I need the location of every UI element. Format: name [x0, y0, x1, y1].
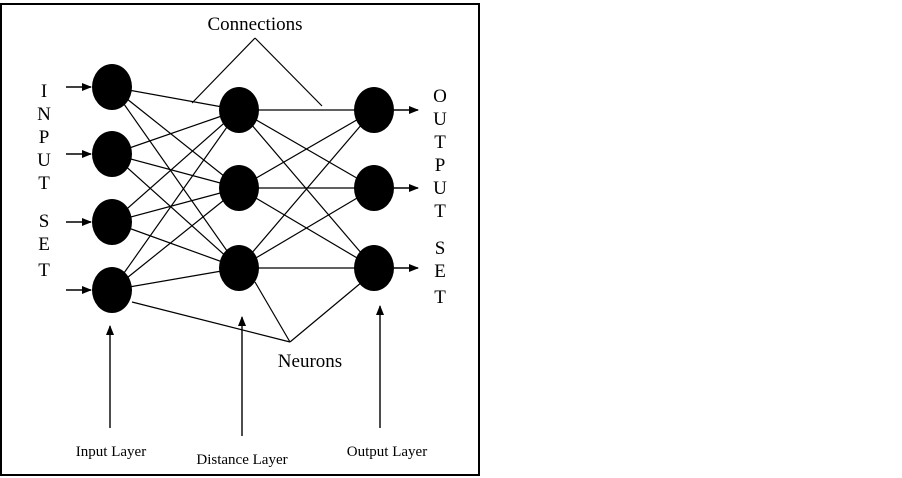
connection-line: [111, 86, 240, 189]
connection-line: [111, 221, 240, 269]
set-letter: E: [434, 261, 446, 282]
output-neuron: [354, 165, 394, 211]
set-letter: S: [39, 211, 50, 232]
neurons: [92, 64, 394, 313]
set-letter: T: [38, 260, 50, 281]
connection-line: [111, 153, 240, 189]
connection-line: [111, 86, 240, 111]
connections-callout-left: [191, 37, 256, 104]
distance-neuron: [219, 87, 259, 133]
set-letter: T: [434, 132, 446, 153]
connections-label: Connections: [208, 14, 303, 35]
connection-line: [111, 109, 240, 223]
set-letter: U: [433, 178, 447, 199]
distance-neuron: [219, 165, 259, 211]
set-letter: O: [433, 86, 447, 107]
input-layer-label: Input Layer: [76, 444, 146, 460]
input-neuron: [92, 131, 132, 177]
input-neuron: [92, 199, 132, 245]
set-letter: U: [433, 109, 447, 130]
output-arrows: [394, 106, 419, 272]
set-letter: P: [435, 155, 446, 176]
set-letter: U: [37, 150, 51, 171]
diagram-frame: [0, 3, 480, 476]
connection-lines: [111, 86, 375, 291]
connections-callout-right: [254, 37, 323, 107]
set-letter: S: [435, 238, 446, 259]
set-letter: T: [434, 201, 446, 222]
set-letter: T: [38, 173, 50, 194]
connection-line: [111, 153, 240, 269]
connection-line: [111, 109, 240, 155]
output-neuron: [354, 245, 394, 291]
output-layer-label: Output Layer: [347, 444, 427, 460]
set-letter: P: [39, 127, 50, 148]
callout-lines: [131, 37, 363, 343]
input-arrows: [66, 83, 92, 294]
connection-line: [111, 86, 240, 269]
set-letter: I: [41, 81, 47, 102]
neurons-callout-distance: [254, 281, 291, 343]
distance-neuron: [219, 245, 259, 291]
layer-pointer-arrows: [106, 305, 384, 436]
connection-line: [238, 109, 375, 269]
set-letter: E: [38, 234, 50, 255]
connection-line: [111, 187, 240, 223]
input-neuron: [92, 64, 132, 110]
connection-line: [238, 187, 375, 269]
neurons-label: Neurons: [278, 351, 342, 372]
neurons-callout-input: [131, 301, 291, 343]
set-letter: T: [434, 287, 446, 308]
output-neuron: [354, 87, 394, 133]
connection-line: [111, 109, 240, 291]
connection-line: [111, 267, 240, 291]
neurons-callout-output: [289, 281, 363, 343]
connection-line: [111, 187, 240, 291]
distance-layer-label: Distance Layer: [196, 452, 287, 468]
connection-line: [238, 109, 375, 189]
input-neuron: [92, 267, 132, 313]
set-letter: N: [37, 104, 51, 125]
